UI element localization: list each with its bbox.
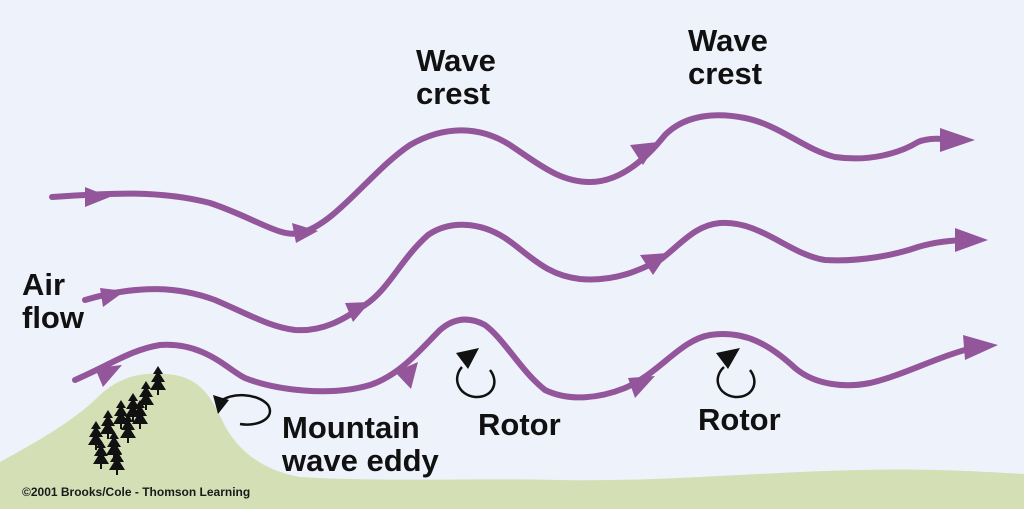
airflow-streamlines [49,112,983,401]
streamline-bottom [72,316,983,401]
pine-tree-icon [120,414,136,443]
streamline-top [49,112,958,237]
wave-crest-label: Wave crest [416,43,496,111]
arrowhead [940,128,975,152]
arrowhead [85,187,110,207]
circular-arrow-icon [213,394,272,426]
wave-crest-label: Wave crest [688,23,768,91]
arrowhead [100,288,125,307]
pine-tree-icon [88,421,104,450]
streamline-middle [82,219,973,334]
pine-tree-icon [93,440,109,469]
arrowhead [955,228,988,252]
circular-arrow-icon [455,348,496,399]
copyright-notice: ©2001 Brooks/Cole - Thomson Learning [22,485,251,499]
pine-tree-icon [109,446,125,475]
rotor-label: Rotor [478,407,561,442]
pine-tree-icon [150,366,166,395]
flow-arrowheads [85,128,998,398]
arrowhead [95,365,122,387]
rotor-label: Rotor [698,402,781,437]
arrowhead [628,376,655,398]
pine-tree-icon [138,381,154,410]
arrowhead [640,253,668,275]
arrowhead [345,302,370,322]
pine-tree-icon [113,400,129,429]
circular-arrow-icon [716,348,756,399]
arrowhead [395,362,418,389]
arrowhead [630,142,658,165]
mountain-wave-eddy-label: Mountain wave eddy [282,410,439,478]
ground [0,373,1024,509]
air-flow-label: Air flow [22,267,84,335]
pine-tree-icon [132,400,148,429]
trees [88,366,166,475]
pine-tree-icon [100,410,116,439]
arrowhead [963,335,998,360]
arrowhead [292,223,318,243]
